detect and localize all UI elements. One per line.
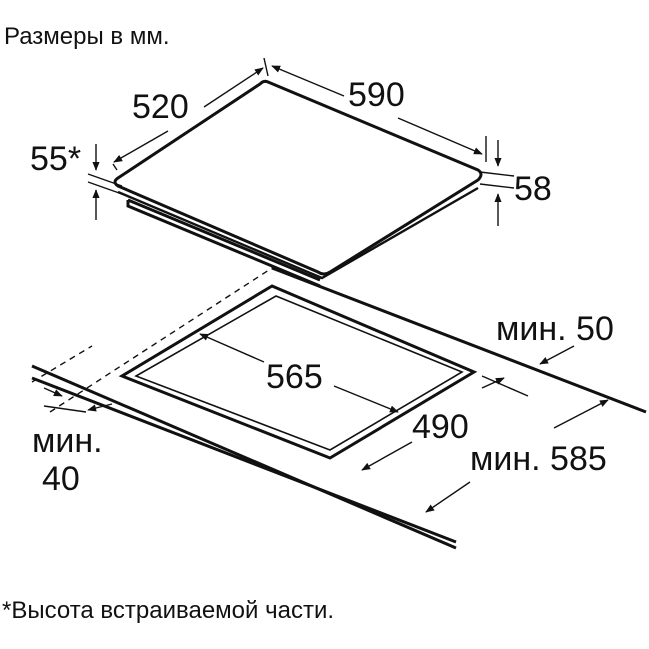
rear-clearance-dimension bbox=[539, 345, 575, 365]
cutout-depth-label: 490 bbox=[412, 408, 469, 446]
built-in-height-dimension bbox=[87, 144, 123, 220]
total-height-label: 58 bbox=[514, 170, 552, 208]
cutout-width-dimension bbox=[199, 333, 399, 413]
hob-body bbox=[113, 79, 483, 288]
rear-clearance-label: мин. 50 bbox=[496, 310, 614, 348]
footnote: *Высота встраиваемой части. bbox=[2, 597, 334, 624]
countertop-depth-label: мин. 585 bbox=[470, 440, 607, 478]
cutout-opening bbox=[118, 284, 478, 460]
hob-width-label: 590 bbox=[348, 76, 405, 114]
front-clearance-label-line2: 40 bbox=[42, 460, 80, 498]
hob-depth-dimension bbox=[112, 57, 269, 171]
countertop-depth-dimension bbox=[425, 399, 609, 513]
hob-width-dimension bbox=[271, 65, 487, 162]
cutout-depth-dimension bbox=[361, 375, 529, 471]
front-clearance-dimension bbox=[43, 387, 113, 413]
built-in-height-label: 55* bbox=[30, 140, 81, 178]
header-note: Размеры в мм. bbox=[4, 23, 170, 50]
countertop bbox=[31, 266, 647, 550]
hob-depth-label: 520 bbox=[132, 88, 189, 126]
front-clearance-label-line1: мин. bbox=[32, 422, 103, 460]
cutout-width-label: 565 bbox=[266, 358, 323, 396]
total-height-dimension bbox=[479, 140, 515, 226]
